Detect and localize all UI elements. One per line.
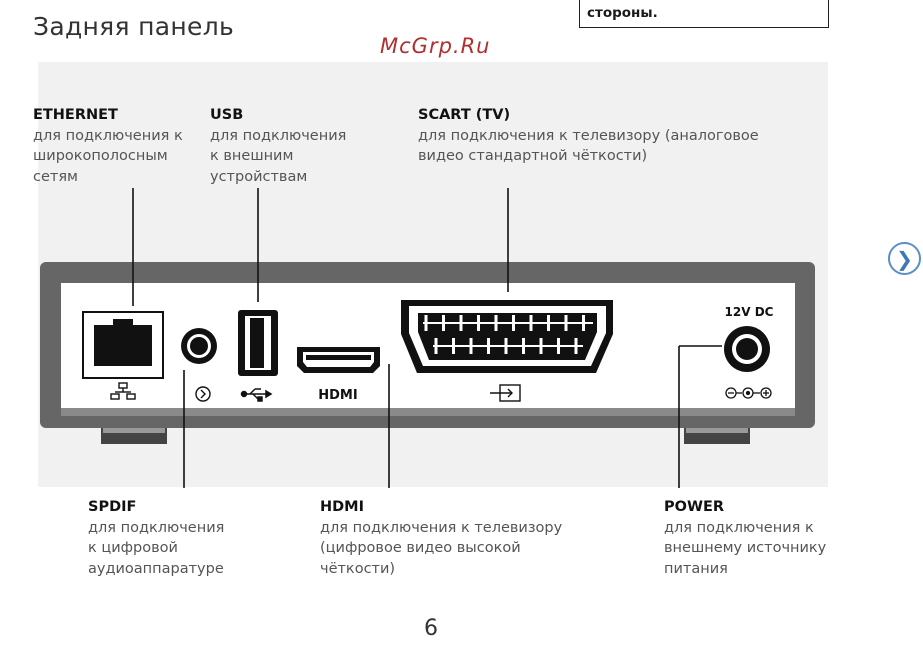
label-power-line: питания [664, 560, 728, 577]
scart-pin [442, 315, 445, 331]
scart-port [401, 300, 613, 373]
scart-pin [459, 315, 463, 331]
label-spdif-line: к цифровой [88, 540, 178, 556]
label-hdmi-line: чёткости) [320, 560, 396, 577]
label-power-line: внешнему источнику [664, 540, 827, 556]
label-ethernet-line: для подключения к [33, 127, 183, 144]
power-port-text: 12V DC [725, 305, 774, 319]
label-hdmi-line: для подключения к телевизору [320, 519, 563, 536]
scart-symbol-icon [490, 384, 521, 402]
scart-pin [469, 338, 473, 354]
label-hdmi: HDMI для подключения к телевизору (цифро… [320, 497, 562, 579]
label-power-head: POWER [664, 499, 725, 515]
label-power: POWER для подключения к внешнему источни… [664, 497, 826, 579]
label-power-line: для подключения к [664, 519, 814, 536]
label-ethernet-line: сетям [33, 168, 79, 185]
scart-pin [487, 338, 490, 354]
scart-pin [477, 315, 480, 331]
label-ethernet: ETHERNET для подключения к широкополосны… [33, 105, 183, 187]
label-usb-line: для подключения [210, 127, 347, 144]
scart-pin [452, 338, 455, 354]
scart-pin [539, 338, 543, 354]
next-page-button[interactable]: ❯ [888, 242, 921, 275]
label-hdmi-head: HDMI [320, 499, 364, 515]
label-scart-line: видео стандартной чёткости) [418, 148, 648, 164]
hdmi-port [297, 347, 380, 373]
label-spdif-line: для подключения [88, 519, 225, 536]
scart-pin [424, 315, 428, 331]
device-foot-right-highlight [686, 428, 748, 433]
label-scart: SCART (TV) для подключения к телевизору … [418, 105, 759, 167]
label-ethernet-line: широкополосным [33, 148, 168, 164]
label-usb: USB для подключения к внешним устройства… [210, 105, 346, 187]
scart-pin [512, 315, 515, 331]
note-box: стороны. [579, 0, 829, 28]
network-symbol-icon [110, 382, 136, 400]
device-bottom-edge [61, 408, 795, 416]
usb-symbol-icon [240, 388, 273, 402]
note-text: стороны. [587, 5, 658, 21]
label-scart-line: для подключения к телевизору (аналоговое [418, 127, 759, 144]
watermark: McGrp.Ru [380, 34, 491, 58]
label-usb-line: к внешним [210, 148, 294, 164]
label-spdif-line: аудиоаппаратуре [88, 560, 224, 577]
scart-pin [564, 315, 568, 331]
usb-port [238, 310, 278, 376]
label-usb-head: USB [210, 107, 244, 123]
ethernet-port-icon [82, 311, 164, 379]
label-usb-line: устройствам [210, 168, 308, 185]
scart-pin [494, 315, 498, 331]
page-title: Задняя панель [33, 12, 235, 41]
label-hdmi-line: (цифровое видео высокой [320, 540, 521, 556]
page-number: 6 [424, 616, 438, 641]
label-spdif: SPDIF для подключения к цифровой аудиоап… [88, 497, 224, 579]
scart-pin [522, 338, 525, 354]
label-spdif-head: SPDIF [88, 499, 137, 515]
spdif-port [181, 328, 217, 364]
device-foot-left-highlight [103, 428, 165, 433]
leader-lines [132, 188, 722, 488]
power-polarity-symbol [725, 387, 772, 399]
scart-pin [574, 338, 578, 354]
scart-pin [504, 338, 508, 354]
scart-pin [434, 338, 438, 354]
scart-pin [529, 315, 533, 331]
scart-pin [557, 338, 560, 354]
spdif-symbol-icon [195, 386, 211, 402]
scart-pin [547, 315, 550, 331]
power-port [724, 326, 770, 372]
scart-pin [582, 315, 585, 331]
chevron-right-icon: ❯ [896, 246, 913, 271]
label-scart-head: SCART (TV) [418, 107, 511, 123]
label-ethernet-head: ETHERNET [33, 107, 118, 123]
hdmi-port-text: HDMI [318, 388, 357, 403]
